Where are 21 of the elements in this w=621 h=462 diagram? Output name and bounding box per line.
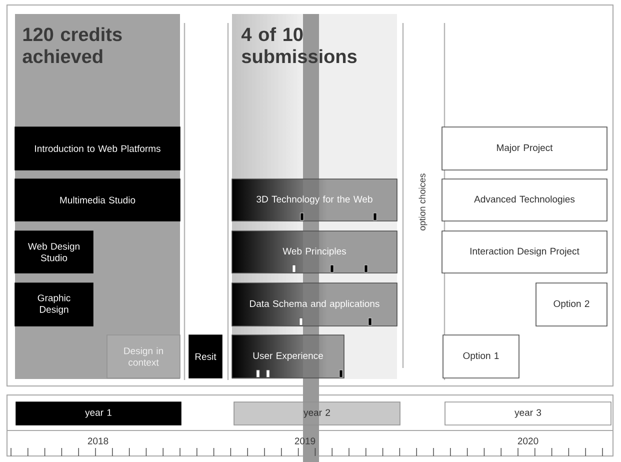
module-box: 3D Technology for the Web — [232, 178, 398, 222]
year-bar: year 1 — [16, 402, 182, 426]
module-box: User Experience — [232, 334, 344, 378]
module-box: Data Schema and applications — [232, 282, 398, 326]
module-box: Major Project — [442, 126, 608, 170]
module-box: Advanced Technologies — [442, 178, 608, 222]
module-box: Resit — [188, 334, 222, 378]
module-box: Option 2 — [536, 282, 608, 326]
vertical-label: option choices — [418, 174, 428, 230]
module-box: Multimedia Studio — [14, 178, 180, 222]
module-box: Web Design Studio — [14, 230, 94, 274]
year-bar: year 2 — [234, 402, 400, 426]
module-box: Web Principles — [232, 230, 398, 274]
year-label: 2018 — [88, 438, 108, 444]
module-box: Option 1 — [442, 334, 520, 378]
year-label: 2020 — [518, 438, 538, 444]
year-bar: year 3 — [444, 402, 612, 426]
module-box: Design in context — [106, 334, 180, 378]
module-box: Interaction Design Project — [442, 230, 608, 274]
module-box: Graphic Design — [14, 282, 94, 326]
module-box: Introduction to Web Platforms — [14, 126, 180, 170]
